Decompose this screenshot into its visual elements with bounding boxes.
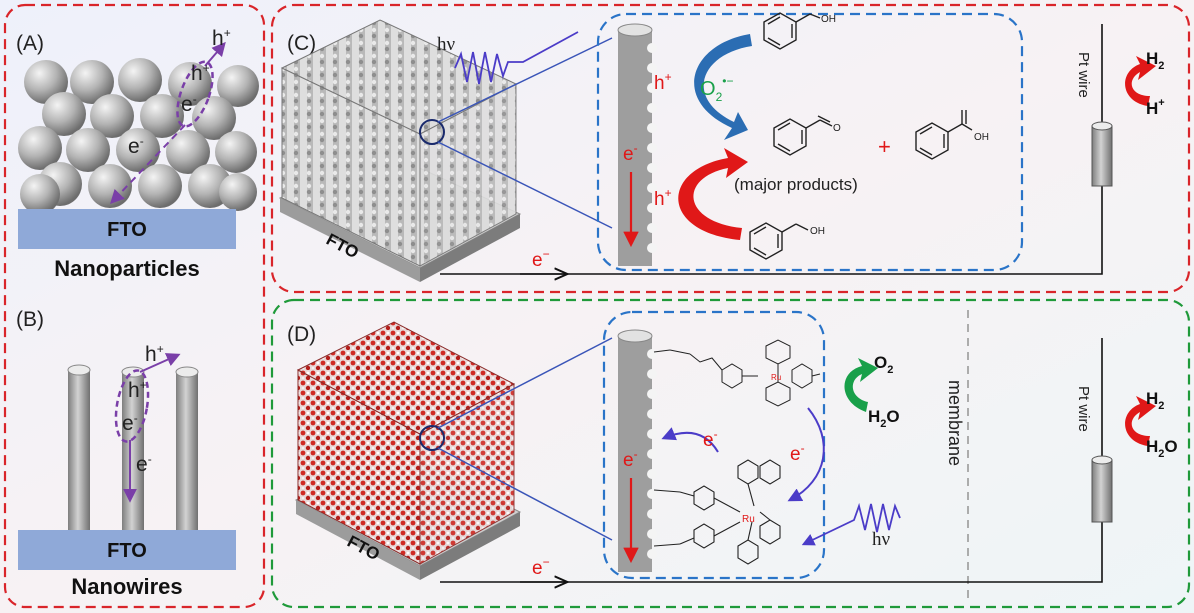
ru-label-center: Ru: [742, 514, 755, 525]
catalyst-electron-label-d: e-: [790, 441, 805, 465]
panel-a-label: (A): [16, 32, 44, 55]
hole-label-a: h+: [212, 26, 231, 50]
catalyst-electron-arrow-d: [787, 407, 825, 502]
benzoic-acid: [915, 110, 973, 160]
major-products-note: (major products): [734, 175, 858, 194]
zoom-line-top-d: [437, 337, 613, 429]
oh-bottom-c: OH: [810, 226, 825, 237]
inset-hole-bottom-c: h+: [654, 186, 672, 210]
hole-inner-b: h+: [128, 378, 147, 402]
nanowire-bumps-c: [647, 43, 657, 253]
fto-label-a: FTO: [107, 219, 147, 241]
zoom-line-bottom-c: [437, 141, 613, 229]
hydrogen-arrow-d: [1125, 396, 1156, 446]
exciton-ellipse-a: [176, 60, 214, 128]
zoom-circle-d: [419, 425, 445, 451]
exciton-ellipse-b: [114, 369, 150, 443]
oh-acid-c: OH: [974, 132, 989, 143]
ru-photosensitizer: [653, 459, 781, 565]
external-electron-d: e−: [532, 555, 550, 579]
inset-electron-c: e-: [623, 141, 638, 165]
pt-wire-label-d: Pt wire: [1075, 386, 1092, 432]
o-aldehyde-c: O: [833, 123, 841, 134]
pt-wire-electrode-d: [1091, 459, 1113, 523]
benzyl-alcohol-bottom: [749, 222, 809, 260]
light-wave-c: [454, 31, 579, 85]
hole-label-b: h+: [145, 342, 164, 366]
oh-top-c: OH: [821, 14, 836, 25]
frame-d: [270, 298, 1191, 609]
inset-nanowire-d: [618, 336, 652, 572]
nanowire-array-d: [294, 321, 522, 580]
benzyl-alcohol-top: [763, 12, 821, 50]
nanowire-bumps-d: [647, 349, 657, 559]
pt-wire-electrode-c: [1091, 125, 1113, 187]
superoxide-label-c: O2•−: [700, 74, 733, 104]
back-electron-arrow-d: [661, 427, 719, 453]
hv-label-c: hν: [437, 34, 456, 55]
inset-hole-top-c: h+: [654, 70, 672, 94]
hv-label-d: hν: [872, 529, 891, 550]
benzaldehyde: [773, 115, 833, 156]
hydrogen-arrow-c: [1125, 56, 1156, 106]
panel-d: (D) FTO e-: [287, 310, 1178, 604]
electron-path-label-b: e-: [136, 452, 152, 476]
hole-oxidation-arrow-c: [678, 148, 748, 240]
h2o-label-d: H2O: [868, 407, 900, 430]
ru-label-top: Ru: [771, 373, 781, 382]
zoom-line-top-c: [437, 37, 613, 123]
panel-b: (B) FTO Nanowires h+ h+ e- e-: [16, 308, 236, 599]
circuit-wire-c: [440, 186, 1103, 275]
light-wave-d: [801, 502, 901, 546]
panel-d-label: (D): [287, 323, 316, 346]
nanoparticle-cluster: [18, 58, 259, 214]
back-electron-label-d: e-: [703, 427, 718, 451]
panel-a: (A) FTO Nanoparticles h+ h+ e- e-: [16, 26, 259, 281]
water-oxidation-arrow: [844, 358, 878, 412]
plus-sign-c: +: [878, 134, 891, 159]
hole-arrow-b: [139, 353, 181, 373]
panel-c: (C) FTO hν h+ e- h+: [278, 12, 1165, 282]
fto-substrate-a: [18, 209, 236, 249]
electron-inner-b: e-: [122, 411, 138, 435]
panel-c-label: (C): [287, 32, 316, 55]
membrane-label: membrane: [945, 380, 965, 466]
frame-c: [270, 3, 1191, 294]
zoom-circle-c: [419, 119, 445, 145]
electron-path-a: [110, 124, 186, 205]
superoxide-arrow-c: [694, 34, 752, 140]
ru-catalyst-molecule: [653, 339, 821, 407]
nanowires-caption: Nanowires: [71, 574, 182, 599]
fto-substrate-b: [18, 530, 236, 570]
nanoparticles-caption: Nanoparticles: [54, 256, 200, 281]
hole-arrow-a: [204, 41, 226, 67]
fto-label-b: FTO: [107, 540, 147, 562]
electron-path-label-a: e-: [128, 134, 144, 158]
panel-b-label: (B): [16, 308, 44, 331]
o2-label-d: O2: [874, 353, 893, 376]
electron-inner-a: e-: [181, 92, 197, 116]
inset-nanowire-c: [618, 30, 652, 266]
circuit-wire-d: [440, 522, 1103, 583]
hole-inner-a: h+: [191, 61, 210, 85]
h2-label-d: H2: [1146, 389, 1164, 412]
pt-wire-label-c: Pt wire: [1075, 52, 1092, 98]
frame-left: [3, 3, 266, 609]
h2-label-c: H2: [1146, 49, 1164, 72]
external-electron-c: e−: [532, 247, 550, 271]
hplus-label-c: H+: [1146, 97, 1165, 118]
h2o-label-cathode-d: H2O: [1146, 437, 1178, 460]
inset-electron-d: e-: [623, 447, 638, 471]
zoom-line-bottom-d: [437, 447, 613, 541]
